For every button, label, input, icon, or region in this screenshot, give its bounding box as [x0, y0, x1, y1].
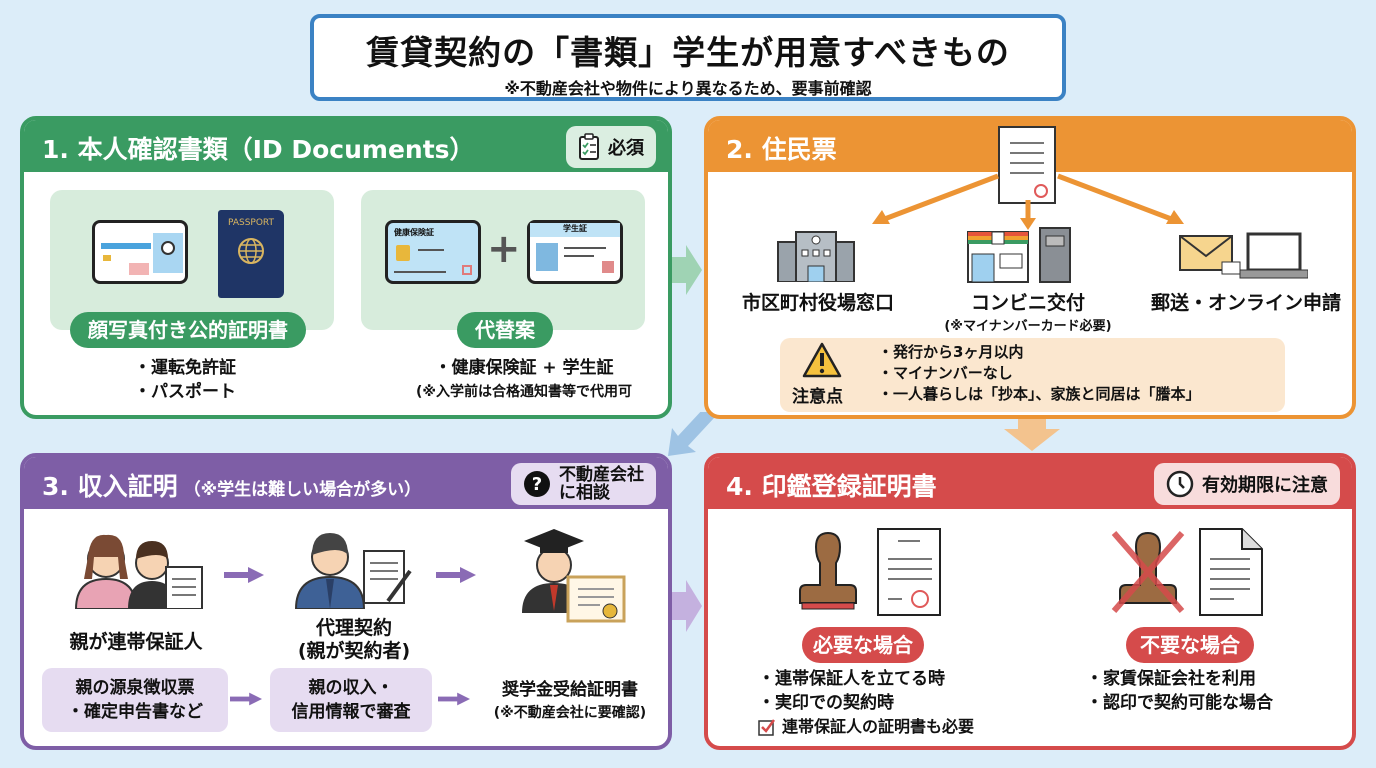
step1-detail: 親の源泉徴収票 ・確定申告書など: [42, 668, 228, 732]
step3-detail: 奨学金受給証明書 (※不動産会社に要確認): [493, 680, 647, 721]
plus-icon: +: [487, 226, 521, 272]
scholarship-student-icon: [522, 529, 626, 623]
not-required-label: 不要な場合: [1126, 627, 1254, 663]
clock-icon: [1166, 470, 1194, 498]
alternative-id-box: 健康保険証 + 学生証: [361, 190, 645, 330]
arrow-2-to-3: [668, 412, 714, 456]
title-box: 賃貸契約の「書類」学生が用意すべきもの ※不動産会社や物件により異なるため、要事…: [310, 14, 1066, 101]
arrow-1-to-2: [672, 245, 702, 295]
section1-heading: 1. 本人確認書類（ID Documents） 必須: [24, 120, 668, 172]
question-icon: ?: [524, 471, 550, 497]
photo-id-box: PASSPORT: [50, 190, 334, 330]
alternative-list: ・健康保険証 + 学生証 (※入学前は合格通知書等で代用可: [415, 358, 632, 400]
photo-id-label: 顔写真付き公的証明書: [70, 312, 306, 348]
section-seal-certificate: 4. 印鑑登録証明書 有効期限に注意 必要な場合 不要な場合 ・連帯保証人を立て…: [704, 453, 1356, 750]
section-resident-record: 2. 住民票 市区町村役場窓口 コンビニ交付 (※マイ: [704, 116, 1356, 419]
expiry-badge: 有効期限に注意: [1154, 463, 1340, 505]
required-list: ・連帯保証人を立てる時 ・実印での契約時 連帯保証人の証明書も必要: [758, 669, 975, 736]
seal-stamp-document-icon: [799, 528, 941, 616]
caution-box: 注意点 ・発行から3ヶ月以内 ・マイナンバーなし ・一人暮らしは「抄本」、家族と…: [780, 338, 1285, 412]
section3-heading: 3. 収入証明（※学生は難しい場合が多い） ? 不動産会社に相談: [24, 457, 668, 509]
arrow-icon: [438, 692, 470, 706]
mail-laptop-icon: [1179, 232, 1308, 279]
place-convenience-store: コンビニ交付 (※マイナンバーカード必要): [944, 292, 1112, 334]
section-id-documents: 1. 本人確認書類（ID Documents） 必須 PASSPORT 健康保険…: [20, 116, 672, 419]
parent-guarantor-icon: [74, 534, 203, 609]
consult-badge: ? 不動産会社に相談: [511, 463, 656, 505]
arrow-3-to-4: [672, 580, 702, 632]
alternative-label: 代替案: [457, 312, 553, 348]
convenience-store-icon: [967, 227, 1071, 283]
place-mail-online: 郵送・オンライン申請: [1150, 292, 1341, 314]
checkbox-checked-icon: [758, 719, 776, 736]
health-insurance-card-icon: 健康保険証: [385, 220, 481, 284]
step2-caption: 代理契約 (親が契約者): [297, 617, 411, 662]
not-required-list: ・家賃保証会社を利用 ・認印で契約可能な場合: [1086, 669, 1273, 713]
caution-list: ・発行から3ヶ月以内 ・マイナンバーなし ・一人暮らしは「抄本」、家族と同居は「…: [878, 343, 1201, 403]
arrow-icon: [436, 567, 476, 583]
photo-id-list: ・運転免許証 ・パスポート: [134, 358, 236, 402]
required-badge: 必須: [566, 126, 656, 168]
drivers-license-icon: [92, 220, 188, 284]
distribution-arrows: [872, 173, 1184, 230]
step2-detail: 親の収入・ 信用情報で審査: [270, 668, 432, 732]
student-id-card-icon: 学生証: [527, 220, 623, 284]
proxy-contract-icon: [294, 533, 412, 609]
page-subtitle: ※不動産会社や物件により異なるため、要事前確認: [504, 79, 872, 98]
arrow-2-to-4: [1004, 419, 1060, 451]
seal-not-required-icon: [1111, 528, 1263, 616]
page-title: 賃貸契約の「書類」学生が用意すべきもの: [366, 33, 1010, 72]
city-hall-icon: [777, 231, 855, 282]
place-city-hall: 市区町村役場窓口: [741, 292, 894, 314]
section-income-proof: 3. 収入証明（※学生は難しい場合が多い） ? 不動産会社に相談: [20, 453, 672, 750]
arrow-icon: [224, 567, 264, 583]
required-label: 必要な場合: [802, 627, 924, 663]
step1-caption: 親が連帯保証人: [69, 631, 203, 653]
svg-text:?: ?: [532, 474, 542, 495]
clipboard-check-icon: [579, 133, 599, 160]
passport-icon: PASSPORT: [218, 210, 284, 298]
section4-heading: 4. 印鑑登録証明書 有効期限に注意: [708, 457, 1352, 509]
arrow-icon: [230, 692, 262, 706]
warning-icon: [802, 342, 842, 378]
